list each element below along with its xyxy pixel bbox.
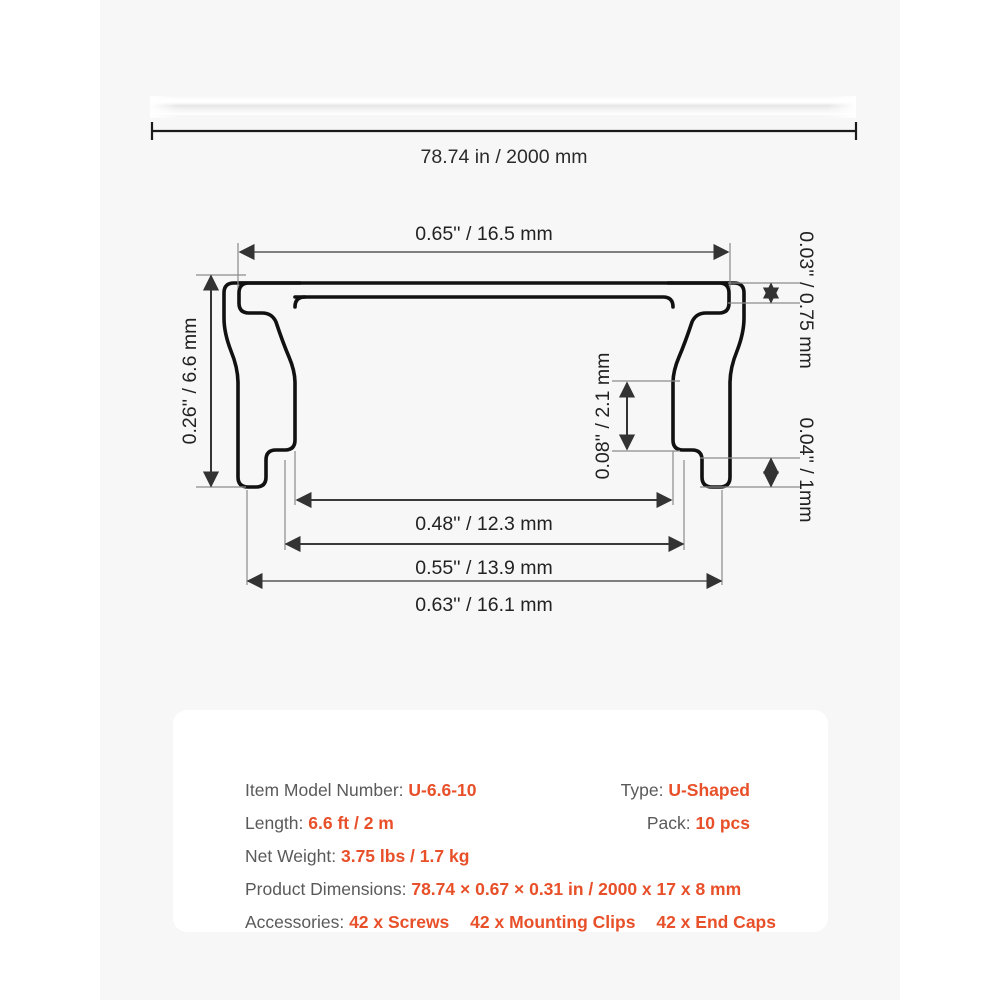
dim-left-height-label: 0.26'' / 6.6 mm [179,318,201,445]
spec-value-model: U-6.6-10 [408,780,477,800]
spec-label-model: Item Model Number: [245,780,404,800]
spec-label-net-weight: Net Weight: [245,846,337,866]
profile-left-wall [222,281,302,489]
spec-row-pack: Pack: 10 pcs [621,807,750,840]
spec-row-model: Item Model Number: U-6.6-10 [245,774,675,807]
spec-value-type: U-Shaped [668,780,750,800]
spec-column-right: Type: U-Shaped Pack: 10 pcs [621,774,750,840]
spec-label-pack: Pack: [646,813,691,833]
accessory-mounting-clips: 42 x Mounting Clips [470,912,636,932]
overall-length-dimension: 78.74 in / 2000 mm [150,122,858,168]
dim-lip-label: 0.04'' / 1mm [795,418,817,523]
profile-clear-plate [120,262,880,512]
dim-top-width: 0.65'' / 16.5 mm [238,223,730,261]
spec-label-accessories: Accessories: [245,912,345,932]
channel-bar-edge-fade [150,96,856,118]
accessory-end-caps: 42 x End Caps [656,912,776,932]
dim-flange-label: 0.03'' / 0.75 mm [795,231,817,369]
dim-notch-label: 0.08'' / 2.1 mm [592,353,614,480]
spec-row-accessories: Accessories: 42 x Screws 42 x Mounting C… [245,906,776,939]
witness-lines [196,243,800,585]
profile-inner-ceiling-left [293,295,307,309]
dim-left-height: 0.26'' / 6.6 mm [179,274,220,488]
spec-row-type: Type: U-Shaped [621,774,750,807]
dim-inner-width-label: 0.48'' / 12.3 mm [415,513,553,535]
dim-mid-width-label: 0.55'' / 13.9 mm [415,557,553,579]
dim-top-width-label: 0.65'' / 16.5 mm [415,223,553,245]
dim-inner-width: 0.48'' / 12.3 mm [295,491,673,535]
spec-row-net-weight: Net Weight: 3.75 lbs / 1.7 kg [245,840,675,873]
spec-row-product-dimensions: Product Dimensions: 78.74 × 0.67 × 0.31 … [245,873,741,906]
spec-value-pack: 10 pcs [695,813,750,833]
profile-inner-ceiling [293,295,675,309]
dim-lip-thickness: 0.04'' / 1mm [762,418,817,523]
spec-value-length: 6.6 ft / 2 m [308,813,394,833]
overall-length-label: 78.74 in / 2000 mm [421,146,588,168]
dim-flange-thickness: 0.03'' / 0.75 mm [762,231,817,369]
spec-value-net-weight: 3.75 lbs / 1.7 kg [340,846,470,866]
dim-mid-width: 0.55'' / 13.9 mm [284,535,685,579]
spec-label-type: Type: [620,780,664,800]
dim-base-width-label: 0.63'' / 16.1 mm [415,594,553,616]
spec-row-length: Length: 6.6 ft / 2 m [245,807,675,840]
accessory-screws: 42 x Screws [349,912,450,932]
dim-base-width: 0.63'' / 16.1 mm [246,572,723,616]
dim-notch-height: 0.08'' / 2.1 mm [592,353,636,480]
channel-extrusion-view [150,96,856,118]
spec-label-product-dimensions: Product Dimensions: [245,879,407,899]
spec-value-product-dimensions: 78.74 × 0.67 × 0.31 in / 2000 x 17 x 8 m… [411,879,742,899]
profile-final [120,262,880,512]
spec-column-left: Item Model Number: U-6.6-10 Length: 6.6 … [245,774,776,939]
specifications-card: Item Model Number: U-6.6-10 Length: 6.6 … [173,710,828,932]
spec-label-length: Length: [245,813,304,833]
profile-right-wall [666,281,746,489]
